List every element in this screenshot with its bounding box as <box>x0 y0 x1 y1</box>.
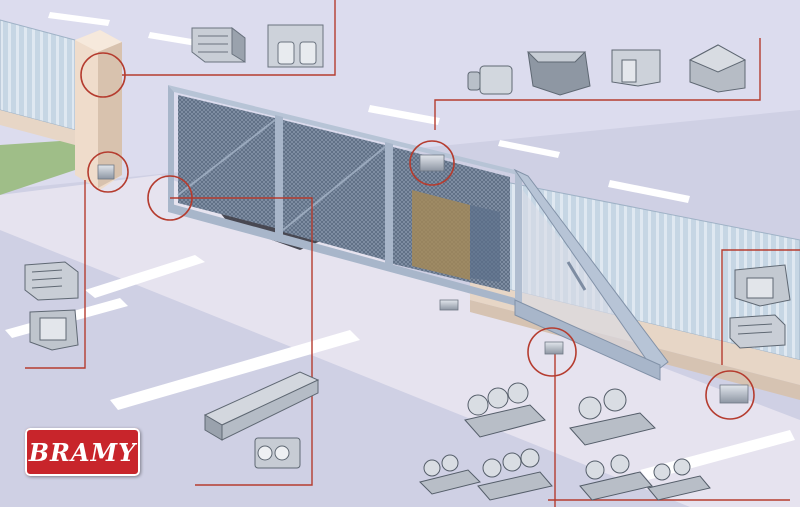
carriage-icon <box>419 382 711 501</box>
gate-post <box>75 30 122 190</box>
end-catcher-icons <box>729 264 791 349</box>
sliding-gate <box>168 85 669 381</box>
wall-left <box>0 110 75 145</box>
callout-lines <box>25 0 800 507</box>
rail-icon <box>203 371 320 469</box>
roller-guide-icon <box>467 44 747 96</box>
catcher-icon <box>24 261 79 351</box>
bracket-icon <box>191 24 324 68</box>
callout-circles <box>80 52 755 420</box>
mounted-hardware <box>97 154 749 404</box>
grass <box>0 140 75 195</box>
bramy-logo: BRAMY <box>25 428 140 476</box>
